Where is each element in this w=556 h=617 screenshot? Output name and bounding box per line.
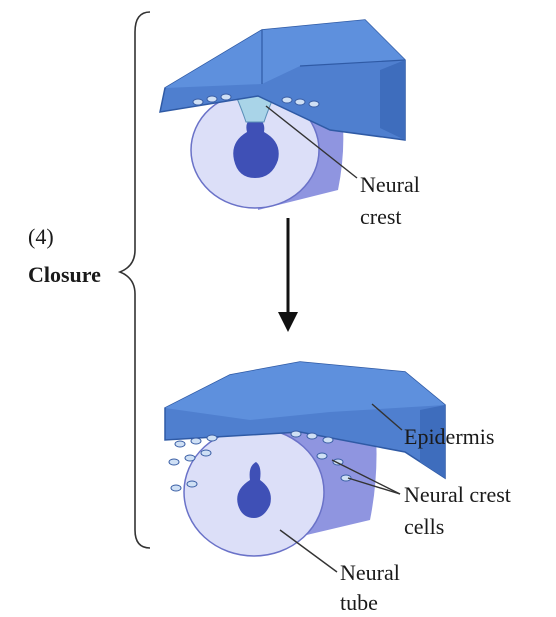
down-arrow <box>278 218 298 332</box>
label-neural-crest-line1: Neural <box>360 172 420 198</box>
label-neural-crest-line2: crest <box>360 204 402 230</box>
stage-name: Closure <box>28 262 101 288</box>
stage-number: (4) <box>28 224 54 250</box>
label-neural-tube-line2: tube <box>340 590 378 616</box>
stage-brace <box>120 12 150 548</box>
label-epidermis: Epidermis <box>404 424 494 450</box>
label-neural-crest-cells-line1: Neural crest <box>404 482 511 508</box>
leader-neural-tube <box>280 530 337 572</box>
bottom-neural-tube <box>165 362 445 572</box>
label-neural-tube-line1: Neural <box>340 560 400 586</box>
label-neural-crest-cells-line2: cells <box>404 514 444 540</box>
